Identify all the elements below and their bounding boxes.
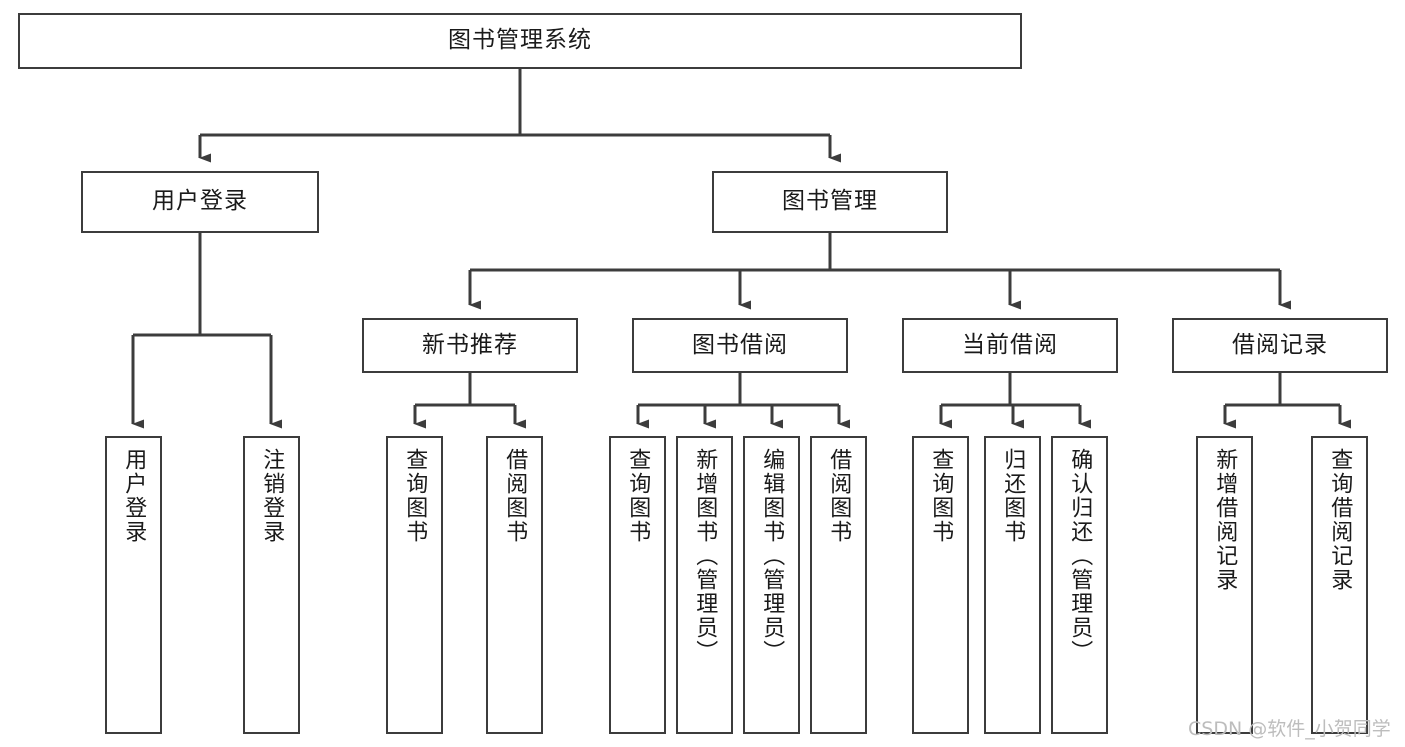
leaf-query-borrow-record[interactable]: 查询借阅记录 <box>1311 436 1368 734</box>
leaf-query-book-recommend[interactable]: 查询图书 <box>386 436 443 734</box>
leaf-query-book-borrow[interactable]: 查询图书 <box>609 436 666 734</box>
node-book-manage[interactable]: 图书管理 <box>712 171 948 233</box>
leaf-query-book-borrow-label: 查询图书 <box>625 448 651 544</box>
leaf-confirm-return-label: 确认归还（管理员） <box>1067 448 1093 664</box>
node-borrow-record-label: 借阅记录 <box>1232 331 1328 358</box>
leaf-query-book-recommend-label: 查询图书 <box>402 448 428 544</box>
node-root-label: 图书管理系统 <box>448 27 592 54</box>
leaf-return-book[interactable]: 归还图书 <box>984 436 1041 734</box>
leaf-add-book-label: 新增图书（管理员） <box>692 448 718 664</box>
leaf-borrow-book-recommend[interactable]: 借阅图书 <box>486 436 543 734</box>
leaf-return-book-label: 归还图书 <box>1000 448 1026 544</box>
node-current-borrow-label: 当前借阅 <box>962 331 1058 358</box>
node-user-login-label: 用户登录 <box>152 188 248 215</box>
node-new-book-recommend-label: 新书推荐 <box>422 331 518 358</box>
leaf-add-book[interactable]: 新增图书（管理员） <box>676 436 733 734</box>
leaf-user-login[interactable]: 用户登录 <box>105 436 162 734</box>
node-book-borrow-label: 图书借阅 <box>692 331 788 358</box>
leaf-edit-book[interactable]: 编辑图书（管理员） <box>743 436 800 734</box>
node-user-login[interactable]: 用户登录 <box>81 171 319 233</box>
leaf-query-book-current[interactable]: 查询图书 <box>912 436 969 734</box>
node-book-borrow[interactable]: 图书借阅 <box>632 318 848 373</box>
leaf-query-book-current-label: 查询图书 <box>928 448 954 544</box>
watermark: CSDN @软件_小贺同学 <box>1188 718 1391 740</box>
node-book-manage-label: 图书管理 <box>782 188 878 215</box>
node-current-borrow[interactable]: 当前借阅 <box>902 318 1118 373</box>
node-new-book-recommend[interactable]: 新书推荐 <box>362 318 578 373</box>
leaf-logout-label: 注销登录 <box>259 448 285 544</box>
leaf-borrow-book-label: 借阅图书 <box>826 448 852 544</box>
leaf-edit-book-label: 编辑图书（管理员） <box>759 448 785 664</box>
leaf-user-login-label: 用户登录 <box>121 448 147 544</box>
node-root[interactable]: 图书管理系统 <box>18 13 1022 69</box>
leaf-borrow-book[interactable]: 借阅图书 <box>810 436 867 734</box>
leaf-add-borrow-record-label: 新增借阅记录 <box>1212 448 1238 592</box>
leaf-add-borrow-record[interactable]: 新增借阅记录 <box>1196 436 1253 734</box>
node-borrow-record[interactable]: 借阅记录 <box>1172 318 1388 373</box>
leaf-confirm-return[interactable]: 确认归还（管理员） <box>1051 436 1108 734</box>
leaf-logout[interactable]: 注销登录 <box>243 436 300 734</box>
leaf-borrow-book-recommend-label: 借阅图书 <box>502 448 528 544</box>
leaf-query-borrow-record-label: 查询借阅记录 <box>1327 448 1353 592</box>
